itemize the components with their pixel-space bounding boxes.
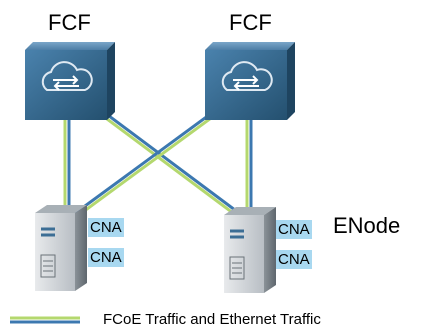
cna-label: CNA: [88, 248, 124, 267]
server-icon: [224, 207, 276, 293]
switch-label: FCF: [48, 10, 91, 35]
enode-label: ENode: [333, 213, 401, 238]
legend-line: [10, 316, 80, 324]
link-fcf1-server2: [94, 105, 248, 224]
links: [63, 105, 253, 224]
legend-label: FCoE Traffic and Ethernet Traffic: [103, 311, 321, 328]
switch-icon: [25, 42, 115, 120]
cna-label: CNA: [276, 220, 312, 239]
server-icon: [35, 205, 87, 291]
link-fcf1-server1: [63, 118, 71, 210]
cna-label: CNA: [276, 250, 312, 269]
link-fcf2-server2: [245, 118, 253, 215]
link-fcf2-server1: [69, 105, 223, 222]
switch-label: FCF: [229, 10, 272, 35]
cna-label: CNA: [88, 218, 124, 237]
switch-icon: [205, 42, 295, 120]
